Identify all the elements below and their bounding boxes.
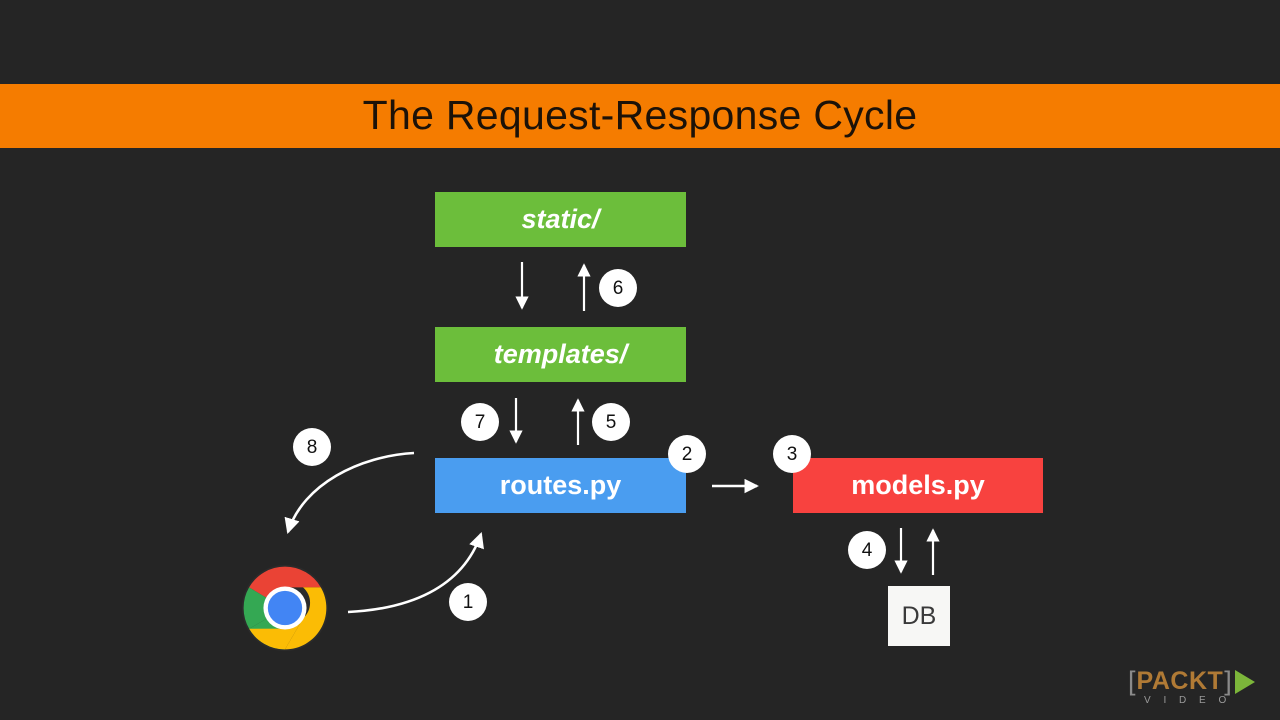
packt-name: PACKT [1136, 667, 1224, 695]
step-badge-1: 1 [449, 583, 487, 621]
play-triangle-icon [1234, 669, 1255, 694]
step-badge-7: 7 [461, 403, 499, 441]
node-database-label: DB [901, 601, 937, 630]
node-routes-label: routes.py [499, 470, 622, 500]
packt-subtitle: V I D E O [1144, 695, 1232, 706]
step-badge-8-label: 8 [306, 436, 318, 458]
node-static-directory[interactable]: static/ [435, 192, 686, 247]
step-badge-3: 3 [773, 435, 811, 473]
step-badge-4-label: 4 [861, 539, 873, 561]
node-database[interactable]: DB [888, 586, 950, 646]
node-routes-py[interactable]: routes.py [435, 458, 686, 513]
step-badge-7-label: 7 [474, 411, 486, 433]
packt-wordmark: [ PACKT ] [1128, 668, 1255, 695]
chrome-browser-icon[interactable] [241, 564, 329, 652]
node-templates-directory[interactable]: templates/ [435, 327, 686, 382]
step-badge-5-label: 5 [605, 411, 617, 433]
step-badge-3-label: 3 [786, 443, 798, 465]
packt-bracket-open-icon: [ [1128, 666, 1136, 696]
page-title: The Request-Response Cycle [362, 92, 918, 138]
packt-bracket-close-icon: ] [1224, 666, 1232, 696]
node-models-py[interactable]: models.py [793, 458, 1043, 513]
step-badge-2-label: 2 [681, 443, 693, 465]
title-banner: The Request-Response Cycle [0, 84, 1280, 148]
step-badge-5: 5 [592, 403, 630, 441]
node-models-label: models.py [851, 470, 985, 500]
packt-video-logo: [ PACKT ] V I D E O [1128, 668, 1260, 712]
step-badge-1-label: 1 [462, 591, 474, 613]
step-badge-4: 4 [848, 531, 886, 569]
step-badge-2: 2 [668, 435, 706, 473]
step-badge-8: 8 [293, 428, 331, 466]
step-badge-6: 6 [599, 269, 637, 307]
step-badge-6-label: 6 [612, 277, 624, 299]
node-templates-label: templates/ [493, 339, 628, 369]
node-static-label: static/ [521, 204, 600, 234]
